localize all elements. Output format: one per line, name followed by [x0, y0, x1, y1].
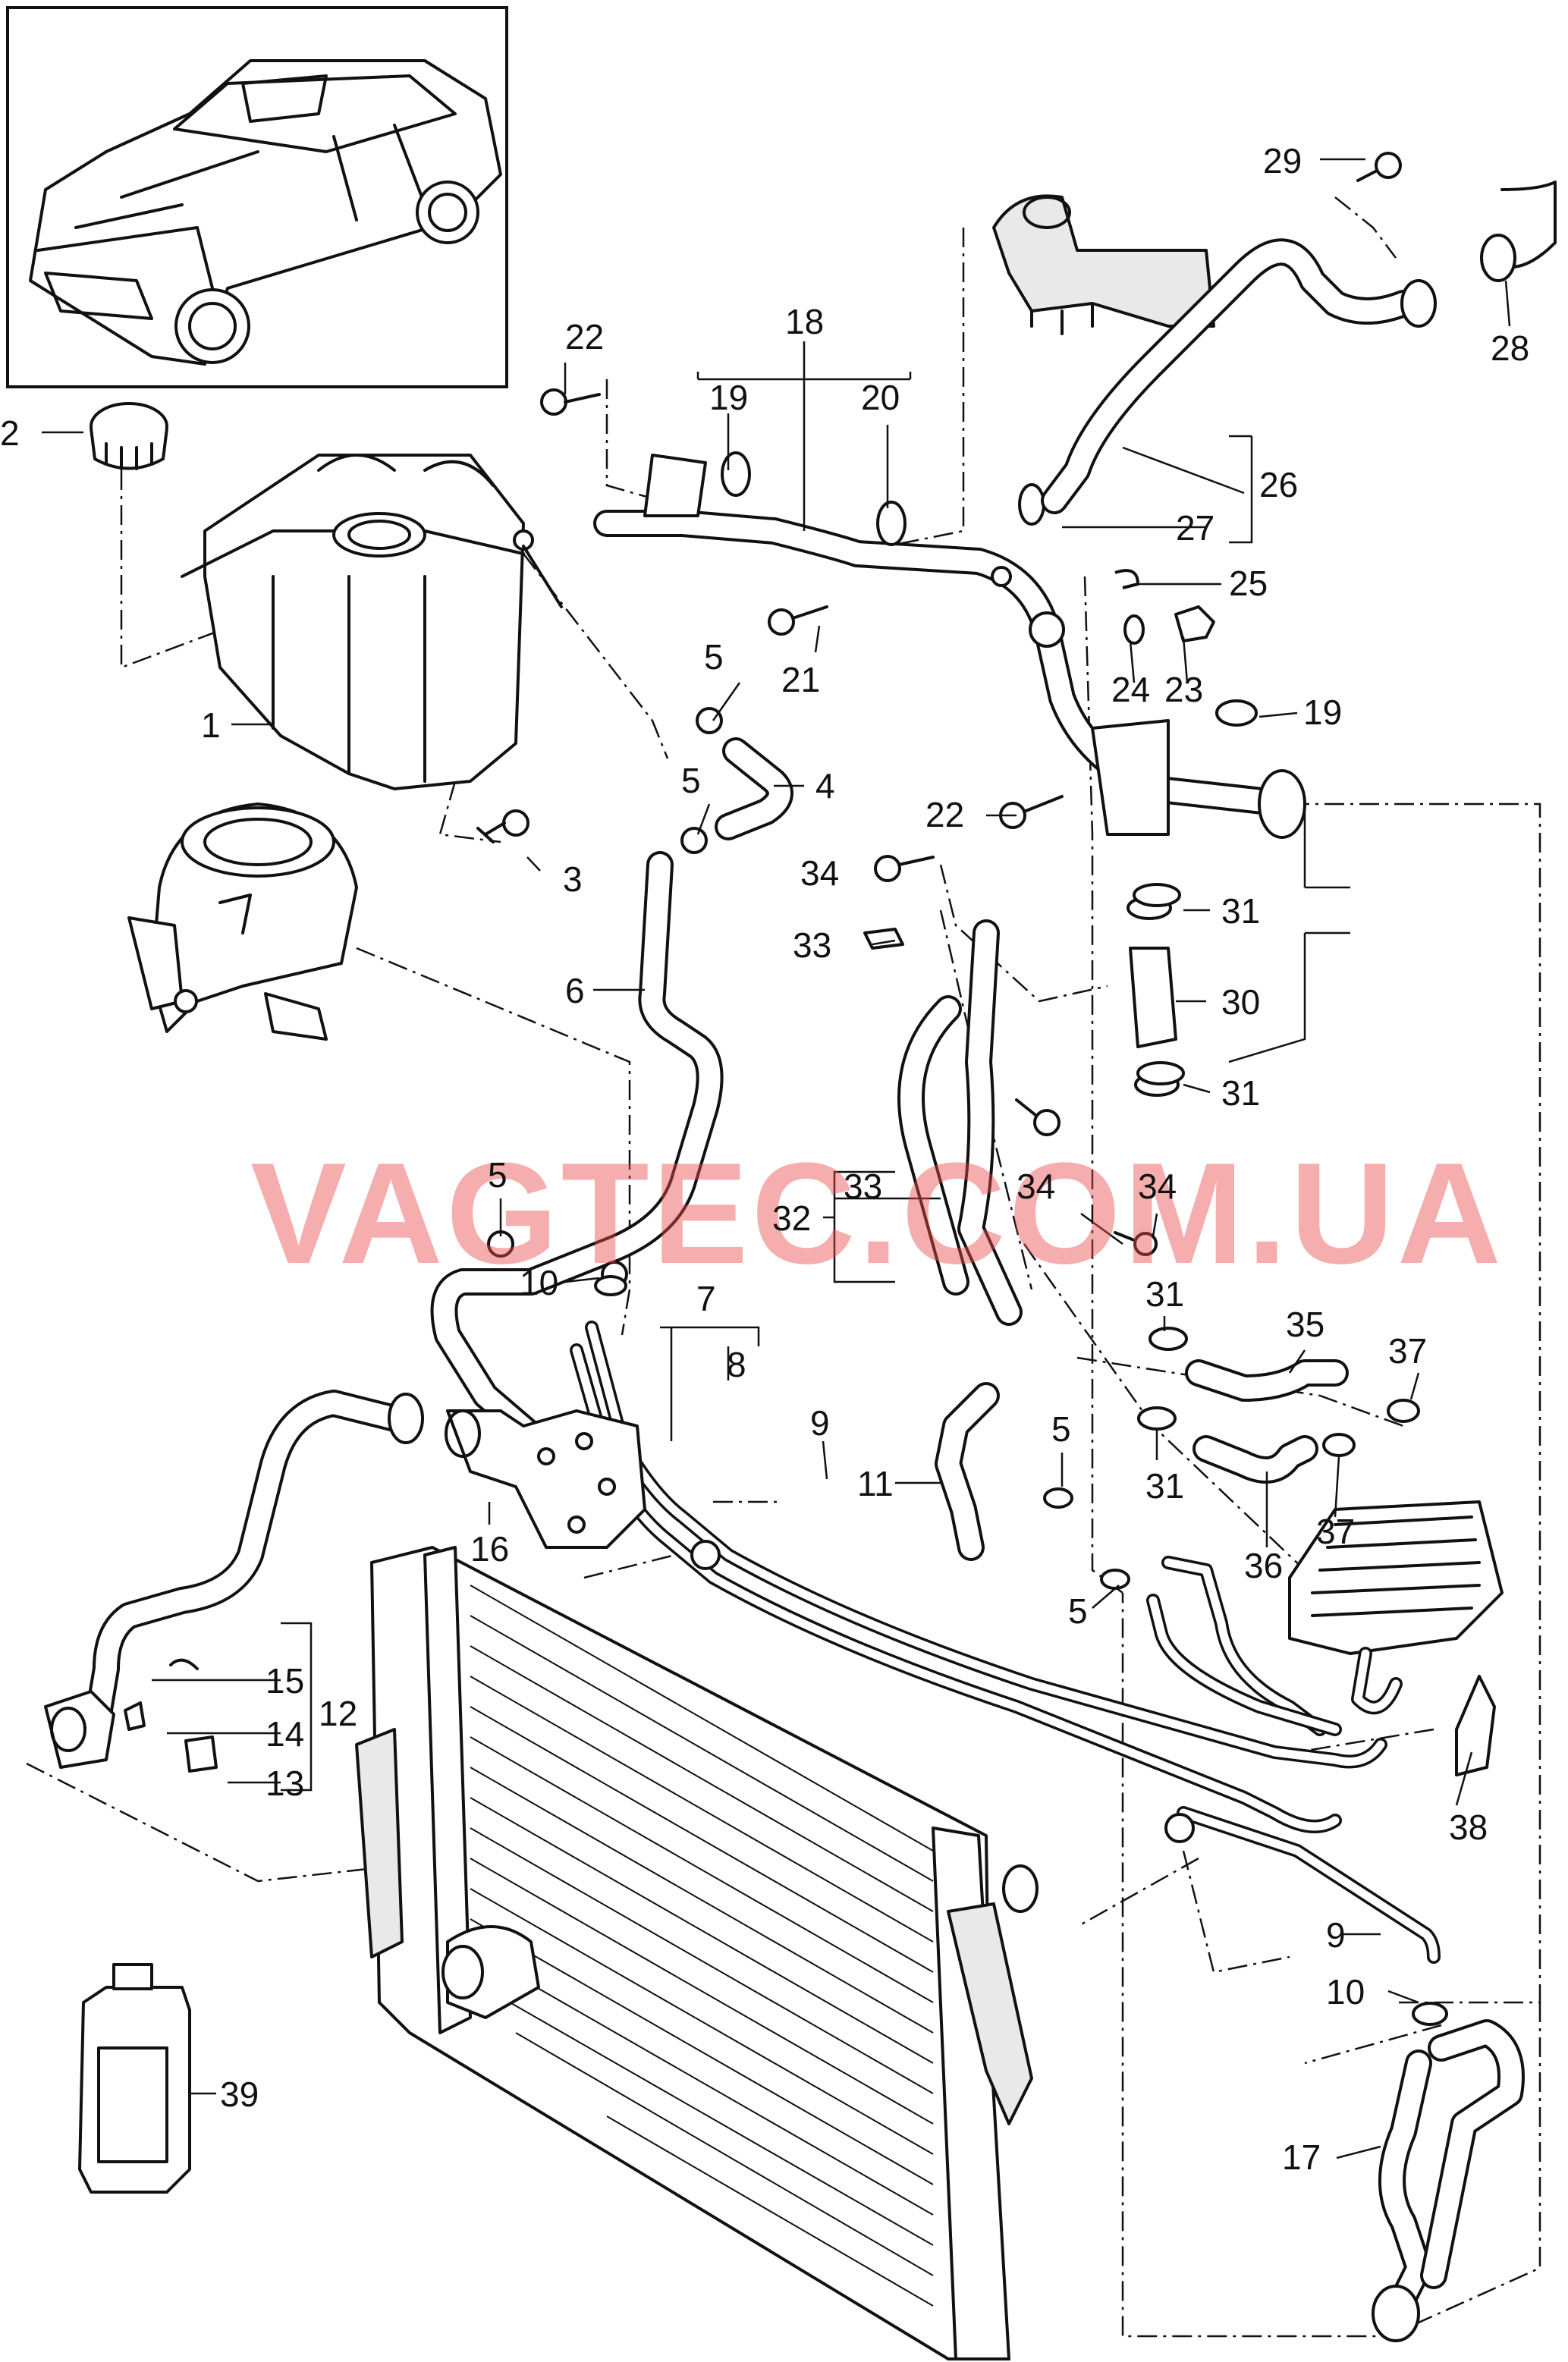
coolant-adapter-16 [445, 1409, 646, 1549]
clamps [594, 883, 1448, 2026]
label-15: 15 [266, 1661, 304, 1701]
coolant-hose-11 [935, 1382, 1000, 1561]
label-17: 17 [1282, 2137, 1321, 2177]
label-25: 25 [1229, 564, 1268, 603]
label-34-a: 34 [800, 853, 839, 893]
label-29: 29 [1263, 141, 1302, 181]
label-21: 21 [781, 660, 820, 699]
label-27: 27 [1176, 508, 1214, 548]
radiator-fins [470, 1585, 934, 2307]
label-34-c: 34 [1138, 1167, 1177, 1206]
label-22-b: 22 [925, 795, 964, 834]
label-12: 12 [319, 1694, 357, 1733]
label-33-b: 33 [844, 1167, 882, 1206]
expansion-tank [181, 454, 563, 790]
coolant-hose-4 [715, 737, 793, 840]
label-19-a: 19 [709, 378, 748, 417]
coolant-pipe-33 [863, 919, 1023, 1326]
label-16: 16 [470, 1529, 509, 1569]
bolts [540, 152, 1402, 1256]
label-23: 23 [1164, 670, 1203, 709]
label-24: 24 [1111, 670, 1150, 709]
coolant-hose-17 [1372, 2019, 1525, 2342]
radiator [355, 1540, 1195, 2360]
label-18: 18 [785, 302, 824, 341]
label-5-c: 5 [488, 1155, 507, 1195]
label-38: 38 [1449, 1808, 1488, 1847]
tank-bolt [476, 809, 529, 843]
label-11: 11 [857, 1464, 894, 1503]
coolant-hose-36 [1192, 1435, 1318, 1484]
part-number-labels: 1 2 3 4 5 5 5 5 5 6 7 8 9 9 10 10 11 12 … [0, 141, 1529, 2177]
expansion-tank-detail [127, 803, 358, 1041]
callout-leaders [42, 158, 1511, 2159]
label-1: 1 [201, 705, 221, 745]
label-9-b: 9 [1326, 1915, 1346, 1955]
coolant-hose-35 [1185, 1359, 1349, 1402]
coolant-bottle [78, 1963, 191, 2194]
label-30: 30 [1221, 982, 1260, 1022]
label-10-a: 10 [520, 1263, 558, 1302]
label-31-b: 31 [1221, 1073, 1260, 1113]
label-33-a: 33 [793, 925, 831, 965]
label-20: 20 [861, 378, 900, 417]
label-35: 35 [1286, 1305, 1324, 1344]
label-31-a: 31 [1221, 891, 1260, 931]
label-5-b: 5 [681, 761, 701, 800]
label-37-a: 37 [1388, 1331, 1427, 1371]
label-26: 26 [1259, 465, 1298, 504]
label-9-a: 9 [810, 1403, 830, 1443]
coolant-hose-26 [1041, 181, 1557, 514]
coolant-pipe-18 [593, 454, 1306, 839]
label-6: 6 [565, 971, 585, 1010]
coolant-hose-6 [430, 851, 724, 1523]
oil-cooler [1288, 1500, 1504, 1776]
label-28: 28 [1491, 328, 1529, 368]
label-36: 36 [1244, 1546, 1283, 1585]
label-5-e: 5 [1068, 1591, 1088, 1631]
label-31-d: 31 [1145, 1466, 1184, 1506]
o-rings [721, 451, 1258, 727]
thermostat-housing [992, 194, 1215, 335]
label-8: 8 [727, 1345, 746, 1384]
label-2: 2 [0, 413, 20, 453]
label-13: 13 [266, 1764, 304, 1803]
watermark: VAGTEC.COM.UA [250, 1133, 1504, 1294]
label-39: 39 [220, 2075, 259, 2114]
label-5-a: 5 [704, 637, 724, 677]
label-3: 3 [563, 859, 583, 899]
vehicle-thumbnail [6, 6, 508, 388]
label-5-d: 5 [1051, 1409, 1071, 1449]
label-7: 7 [696, 1279, 716, 1318]
label-34-b: 34 [1017, 1167, 1055, 1206]
reservoir-cap [90, 402, 168, 470]
label-32: 32 [772, 1198, 811, 1238]
coolant-hose-12 [44, 1390, 424, 1773]
label-10-b: 10 [1326, 1972, 1365, 2012]
label-4: 4 [815, 766, 835, 806]
label-31-c: 31 [1145, 1274, 1184, 1314]
label-37-b: 37 [1316, 1512, 1355, 1551]
label-22-a: 22 [565, 317, 604, 356]
label-14: 14 [266, 1714, 304, 1754]
label-19-b: 19 [1303, 693, 1342, 732]
